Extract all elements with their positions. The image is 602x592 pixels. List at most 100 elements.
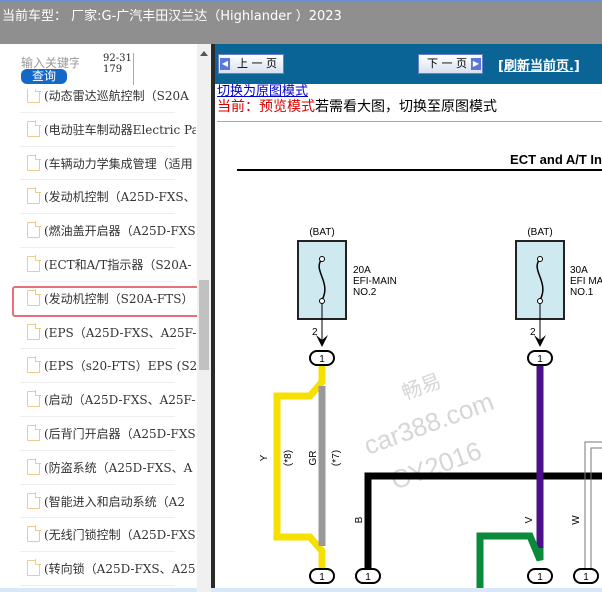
sidebar-item-label: (智能进入和启动系统（A2 — [44, 494, 185, 509]
sidebar-item[interactable]: (防盗系统（A25D-FXS、A — [20, 451, 192, 485]
scroll-thumb[interactable] — [199, 280, 209, 370]
fuse-efi-main-no1: (BAT) 30A EFI MAIN NO.1 2 — [515, 227, 602, 347]
sidebar-item[interactable]: (发动机控制（A25D-FXS、 — [20, 180, 196, 215]
fuse2-no: NO.1 — [570, 287, 594, 298]
wire-yellow — [273, 366, 326, 570]
vehicle-title: 当前车型： 厂家:G-广汽丰田汉兰达（Highlander ）2023 — [2, 9, 342, 24]
document-icon — [27, 254, 41, 272]
fuse1-rating: 20A — [353, 265, 371, 276]
sidebar-item-label: (发动机控制（S20A-FTS） — [44, 291, 194, 306]
document-icon — [27, 153, 41, 171]
prev-page-label: 上 一 页 — [237, 57, 277, 70]
refresh-link[interactable]: [刷新当前页.] — [498, 59, 580, 74]
sidebar-scrollbar[interactable] — [197, 44, 211, 592]
document-icon — [27, 119, 41, 137]
sidebar-item-label: (车辆动力学集成管理（适用 — [44, 156, 193, 171]
document-icon — [27, 288, 41, 306]
document-list: (动态雷达巡航控制（S20A (电动驻车制动器Electric Pa (车辆动力学集… — [0, 79, 206, 586]
sidebar-item[interactable]: (后背门开启器（A25D-FXS — [20, 417, 196, 451]
arrow-left-icon: ◀ — [220, 58, 230, 70]
sidebar-item-label: (ECT和A/T指示器（S20A- — [44, 257, 192, 272]
sidebar-item[interactable]: (启动（A25D-FXS、A25F- — [20, 383, 195, 417]
fuse1-name: EFI-MAIN — [353, 276, 397, 287]
sidebar-item-label: (防盗系统（A25D-FXS、A — [44, 460, 193, 475]
wiring-diagram: ECT and A/T In 畅易 car388.com CY2016 (BAT… — [237, 152, 602, 592]
scroll-up-arrow-icon[interactable] — [200, 51, 208, 56]
fuse1-source: (BAT) — [309, 227, 334, 238]
prev-page-button[interactable]: ◀ 上 一 页 — [218, 54, 284, 74]
next-page-button[interactable]: 下 一 页 ▶ — [418, 54, 483, 74]
connector-label: 1 — [319, 572, 325, 583]
sidebar-item-label: (电动驻车制动器Electric Pa — [44, 122, 196, 137]
document-icon — [27, 322, 41, 340]
label-gr: GR — [308, 451, 319, 466]
connector-label: 1 — [537, 354, 543, 365]
label-gr-note: (*7) — [331, 450, 342, 466]
document-icon — [27, 423, 41, 441]
sidebar-item[interactable]: (无线门锁控制（A25D-FXS — [20, 518, 196, 553]
fuse1-pin: 2 — [312, 327, 318, 338]
sidebar-item[interactable]: (发动机控制（S20A-FTS） — [12, 282, 206, 317]
keyword-input[interactable]: 92-31179 — [100, 53, 134, 85]
sidebar-item[interactable]: (ECT和A/T指示器（S20A- — [20, 248, 192, 282]
sidebar-item[interactable]: (转向锁（A25D-FXS、A25 — [20, 552, 196, 586]
wire-green — [476, 532, 544, 592]
sidebar-item[interactable]: (EPS（A25D-FXS、A25F-F — [20, 316, 196, 350]
diagram-title: ECT and A/T In — [510, 152, 602, 167]
arrow-right-icon: ▶ — [471, 58, 481, 70]
query-button[interactable]: 查询 — [21, 69, 67, 84]
document-icon — [27, 390, 41, 408]
sidebar-item-label: (动态雷达巡航控制（S20A — [44, 89, 189, 103]
page-nav-bar: ◀ 上 一 页 下 一 页 ▶ [刷新当前页.] — [215, 44, 602, 84]
label-y-note: (*8) — [283, 450, 294, 466]
label-w: W — [571, 515, 582, 525]
pane-splitter[interactable] — [211, 44, 215, 592]
connector-pin: 1 — [309, 568, 335, 584]
connector-label: 1 — [583, 572, 589, 583]
document-icon — [27, 559, 41, 577]
content-pane: ◀ 上 一 页 下 一 页 ▶ [刷新当前页.] 切换为原图模式 当前：预览模式… — [215, 44, 602, 592]
sidebar-item-label: (转向锁（A25D-FXS、A25 — [44, 562, 196, 577]
connector-pin: 1 — [355, 568, 381, 584]
sidebar-item[interactable]: (EPS（s20-FTS）EPS (S20A — [20, 349, 196, 384]
fuse-icon — [536, 258, 544, 301]
document-icon — [27, 86, 41, 103]
label-y: Y — [259, 454, 270, 461]
label-b: B — [354, 516, 365, 523]
sidebar-item-label: (后背门开启器（A25D-FXS — [44, 426, 196, 441]
connector-label: 1 — [319, 354, 325, 365]
sidebar-item[interactable]: (燃油盖开启器（A25D-FXS — [20, 214, 196, 248]
mode-status: 当前：预览模式若需看大图，切换至原图模式 — [217, 96, 497, 116]
fuse2-rating: 30A — [570, 265, 588, 276]
document-icon — [27, 525, 41, 543]
watermark-line1: 畅易 — [399, 369, 444, 404]
document-icon — [27, 491, 41, 509]
sidebar-item-label: (启动（A25D-FXS、A25F- — [44, 393, 196, 408]
keyword-label[interactable]: 输入关键字 — [21, 56, 79, 70]
connector-pin: 1 — [527, 350, 553, 366]
divider-line — [217, 121, 602, 122]
connector-label: 1 — [537, 572, 543, 583]
mode-hint: 若需看大图，切换至原图模式 — [315, 99, 497, 115]
sidebar-item[interactable]: (动态雷达巡航控制（S20A — [20, 79, 189, 113]
sidebar-item-label: (无线门锁控制（A25D-FXS — [44, 528, 196, 543]
switch-original-link[interactable]: 切换为原图模式 — [217, 84, 309, 99]
sidebar-item-label: (燃油盖开启器（A25D-FXS — [44, 224, 196, 239]
document-icon — [27, 187, 41, 205]
next-page-label: 下 一 页 — [427, 57, 467, 70]
fuse1-no: NO.2 — [353, 287, 377, 298]
fuse2-source: (BAT) — [527, 227, 552, 238]
sidebar-item-label: (EPS（A25D-FXS、A25F-F — [44, 325, 196, 340]
connector-label: 1 — [365, 572, 371, 583]
fuse-icon — [318, 258, 326, 301]
title-bar: 当前车型： 厂家:G-广汽丰田汉兰达（Highlander ）2023 — [0, 0, 602, 44]
sidebar-item[interactable]: (车辆动力学集成管理（适用 — [20, 147, 193, 181]
sidebar-item-label: (EPS（s20-FTS）EPS (S20A — [44, 359, 196, 374]
wire-black — [364, 472, 602, 570]
current-mode: 当前：预览模式 — [217, 99, 315, 115]
document-icon — [27, 356, 41, 374]
sidebar-item[interactable]: (电动驻车制动器Electric Pa — [20, 113, 196, 147]
wire-labels: Y (*8) GR (*7) B V W — [259, 450, 582, 525]
document-icon — [27, 221, 41, 239]
sidebar-item[interactable]: (智能进入和启动系统（A2 — [20, 485, 185, 519]
